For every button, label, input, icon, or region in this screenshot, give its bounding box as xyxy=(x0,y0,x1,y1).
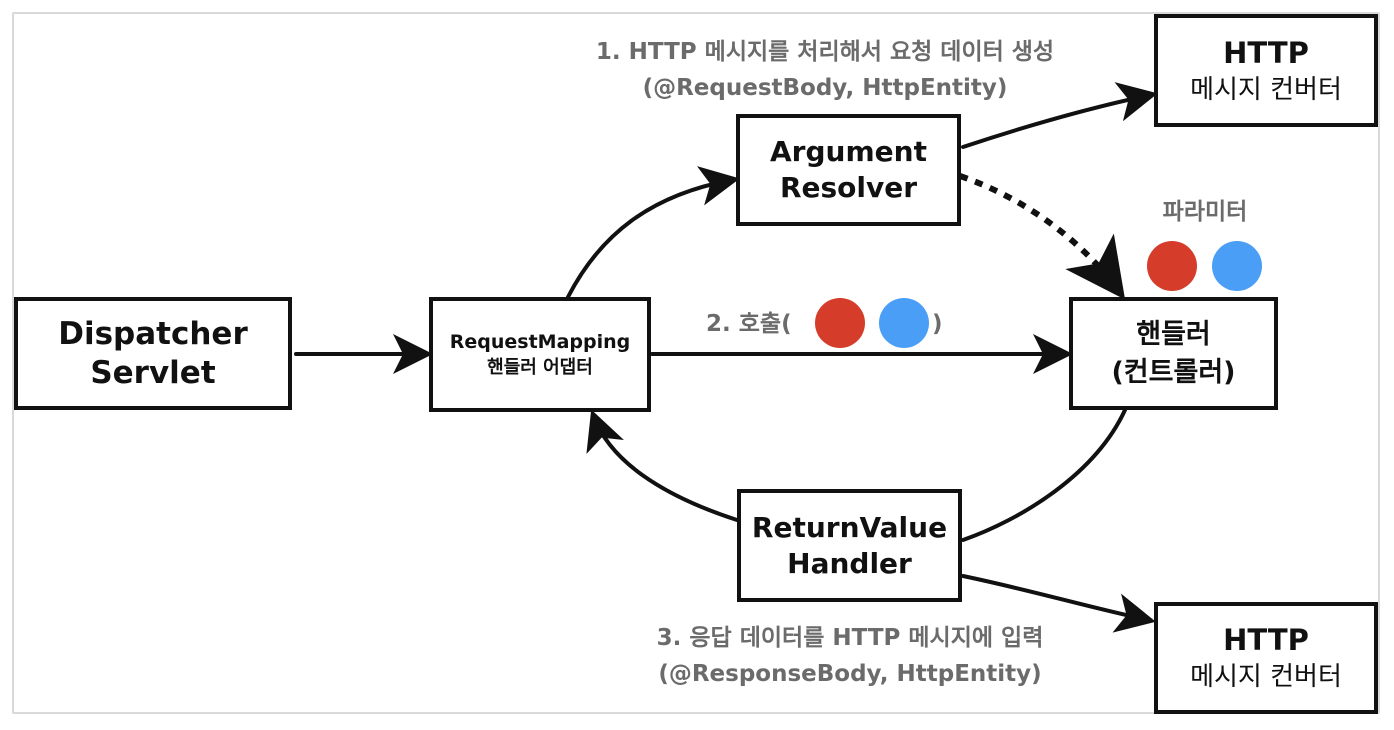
http-converter-bottom-line2: 메시지 컨버터 xyxy=(1190,662,1342,692)
step2-red-dot xyxy=(815,298,865,348)
arrow-argument-resolver-to-converter xyxy=(961,82,1158,149)
arrow-return-value-handler-to-converter xyxy=(961,574,1156,633)
step3-label: 3. 응답 데이터를 HTTP 메시지에 입력 (@ResponseBody, … xyxy=(590,620,1110,692)
step1-line2: (@RequestBody, HttpEntity) xyxy=(642,75,1008,101)
step3-line2: (@ResponseBody, HttpEntity) xyxy=(658,661,1042,687)
dispatcher-servlet-line2: Servlet xyxy=(90,354,216,391)
arrow-argument-resolver-to-handler-dotted xyxy=(959,173,1126,300)
return-value-handler-line1: ReturnValue xyxy=(751,510,948,544)
http-message-converter-bottom-box: HTTP 메시지 컨버터 xyxy=(1154,602,1378,714)
http-converter-bottom-line1: HTTP xyxy=(1223,623,1309,657)
dispatcher-servlet-line1: Dispatcher xyxy=(58,315,248,352)
handler-line2: (컨트롤러) xyxy=(1111,356,1236,388)
handler-adapter-line2: 핸들러 어댑터 xyxy=(487,356,593,378)
step2-blue-dot xyxy=(879,298,929,348)
step3-line1: 3. 응답 데이터를 HTTP 메시지에 입력 xyxy=(656,625,1044,651)
parameter-blue-dot xyxy=(1212,241,1262,291)
handler-controller-box: 핸들러 (컨트롤러) xyxy=(1069,297,1278,410)
http-converter-top-line1: HTTP xyxy=(1223,35,1309,70)
arrow-handler-to-return-value-handler xyxy=(961,408,1127,542)
argument-resolver-box: Argument Resolver xyxy=(736,114,961,226)
step1-label: 1. HTTP 메시지를 처리해서 요청 데이터 생성 (@RequestBod… xyxy=(545,34,1105,106)
step2-prefix: 2. 호출( xyxy=(706,311,792,337)
handler-line1: 핸들러 xyxy=(1136,318,1211,350)
parameter-label: 파라미터 xyxy=(1162,199,1248,225)
argument-resolver-line2: Resolver xyxy=(779,171,918,204)
dispatcher-servlet-box: Dispatcher Servlet xyxy=(14,297,292,410)
return-value-handler-line2: Handler xyxy=(787,546,912,580)
return-value-handler-box: ReturnValue Handler xyxy=(737,489,962,602)
handler-adapter-line1: RequestMapping xyxy=(449,330,631,353)
http-message-converter-top-box: HTTP 메시지 컨버터 xyxy=(1154,14,1378,127)
step2-suffix: ) xyxy=(932,311,943,337)
handler-adapter-box: RequestMapping 핸들러 어댑터 xyxy=(429,297,651,412)
http-converter-top-line2: 메시지 컨버터 xyxy=(1190,74,1342,105)
arrow-return-value-handler-to-adapter xyxy=(586,409,739,522)
parameter-red-dot xyxy=(1147,241,1197,291)
arrow-adapter-to-argument-resolver xyxy=(566,166,740,299)
step1-line1: 1. HTTP 메시지를 처리해서 요청 데이터 생성 xyxy=(595,39,1055,65)
argument-resolver-line1: Argument xyxy=(770,135,927,168)
diagram-frame xyxy=(12,12,1380,714)
